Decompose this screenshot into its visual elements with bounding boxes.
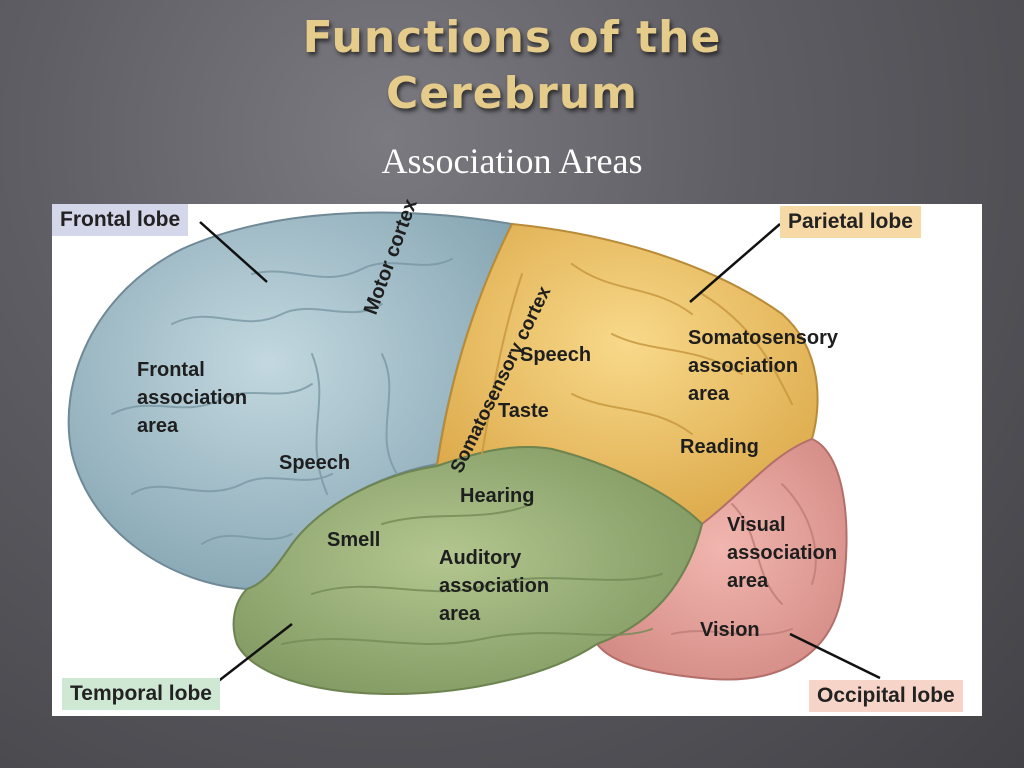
temporal-lobe-leader <box>211 623 293 687</box>
visual-association-area-label: Visual association area <box>727 514 838 592</box>
slide-title-line-2: Cerebrum <box>385 68 639 119</box>
slide-title: Functions of the Cerebrum <box>0 10 1024 122</box>
parietal-lobe-leader <box>689 223 781 303</box>
hearing-label: Hearing <box>460 485 535 507</box>
vision-label: Vision <box>700 619 760 641</box>
brain-folds <box>111 258 817 645</box>
smell-label: Smell <box>327 529 381 551</box>
auditory-association-area-label: Auditory association area <box>439 547 550 625</box>
temporal-lobe-label: Temporal lobe <box>62 678 220 710</box>
temporal-lobe-region <box>232 445 704 696</box>
leader-lines <box>199 221 881 687</box>
parietal-speech-label: Speech <box>520 344 592 366</box>
occipital-lobe-region <box>595 437 848 681</box>
somatosensory-association-area-label: Somatosensory association area <box>688 327 839 405</box>
frontal-lobe-leader <box>199 221 268 283</box>
frontal-speech-label: Speech <box>279 452 351 474</box>
slide-subtitle: Association Areas <box>381 141 643 181</box>
brain-diagram: Frontal lobe Parietal lobe Temporal lobe… <box>52 196 982 716</box>
taste-label: Taste <box>498 400 549 422</box>
occipital-lobe-leader <box>789 632 881 680</box>
frontal-lobe-label: Frontal lobe <box>52 204 189 236</box>
reading-label: Reading <box>680 436 759 458</box>
brain-illustration <box>67 211 881 696</box>
slide-title-line-1: Functions of the <box>302 12 722 63</box>
occipital-lobe-label: Occipital lobe <box>809 680 963 712</box>
parietal-lobe-label: Parietal lobe <box>780 206 921 238</box>
frontal-association-area-label: Frontal association area <box>137 359 248 437</box>
